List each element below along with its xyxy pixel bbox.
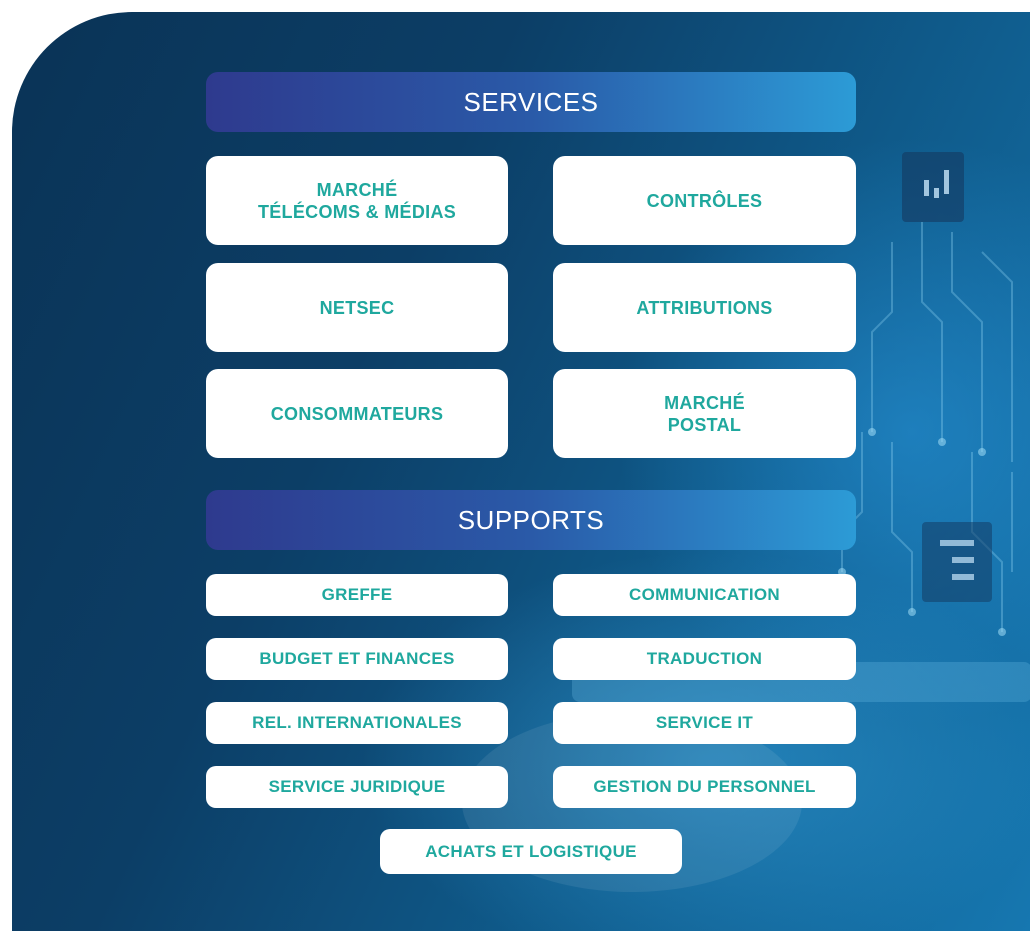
support-card-communication[interactable]: COMMUNICATION	[553, 574, 856, 616]
support-card-rel-internationales[interactable]: REL. INTERNATIONALES	[206, 702, 508, 744]
service-card-consommateurs[interactable]: CONSOMMATEURS	[206, 369, 508, 458]
service-card-attributions[interactable]: ATTRIBUTIONS	[553, 263, 856, 352]
support-card-greffe[interactable]: GREFFE	[206, 574, 508, 616]
supports-header: SUPPORTS	[206, 490, 856, 550]
support-card-service-juridique[interactable]: SERVICE JURIDIQUE	[206, 766, 508, 808]
circuit-background-graphic	[462, 152, 1030, 892]
service-card-netsec[interactable]: NETSEC	[206, 263, 508, 352]
background-panel	[12, 12, 1030, 931]
service-card-marche-telecoms[interactable]: MARCHÉ TÉLÉCOMS & MÉDIAS	[206, 156, 508, 245]
services-header: SERVICES	[206, 72, 856, 132]
support-card-gestion-personnel[interactable]: GESTION DU PERSONNEL	[553, 766, 856, 808]
support-card-service-it[interactable]: SERVICE IT	[553, 702, 856, 744]
support-card-traduction[interactable]: TRADUCTION	[553, 638, 856, 680]
support-card-achats-logistique[interactable]: ACHATS ET LOGISTIQUE	[380, 829, 682, 874]
service-card-controles[interactable]: CONTRÔLES	[553, 156, 856, 245]
service-card-marche-postal[interactable]: MARCHÉ POSTAL	[553, 369, 856, 458]
support-card-budget-finances[interactable]: BUDGET ET FINANCES	[206, 638, 508, 680]
